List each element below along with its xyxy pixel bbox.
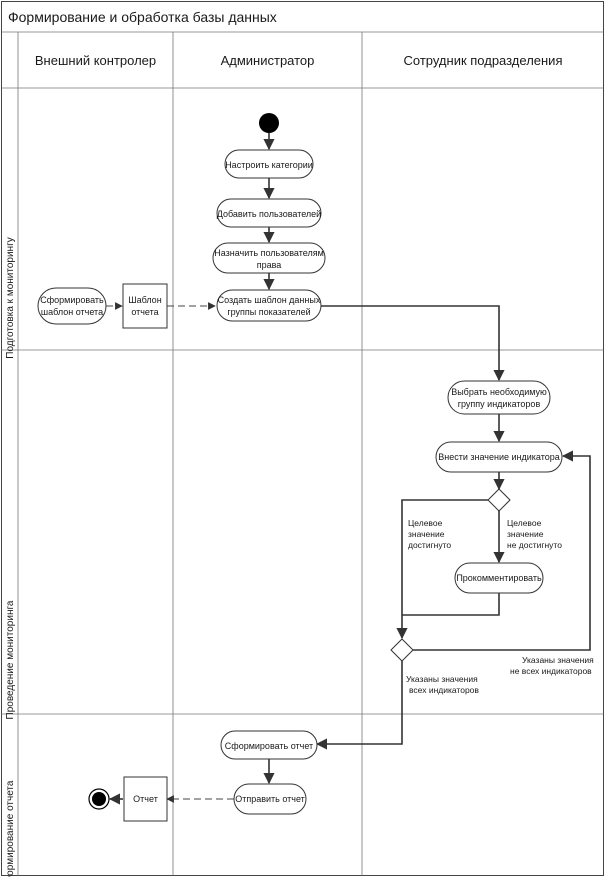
activity-label-line-2: группы показателей — [227, 307, 310, 317]
activity-create-template: Создать шаблон данных группы показателей — [216, 289, 322, 322]
activity-label-line-1: Сформировать — [40, 295, 104, 305]
svg-text:всех индикаторов: всех индикаторов — [409, 685, 479, 695]
object-label: Отчет — [133, 794, 158, 804]
activity-label: Настроить категории — [225, 160, 313, 170]
lane-header-external-controller: Внешний контролер — [35, 53, 156, 68]
activity-label: Добавить пользователей — [217, 209, 321, 219]
activity-label-line-2: шаблон отчета — [41, 307, 103, 317]
object-report-template: Шаблон отчета — [122, 283, 168, 329]
object-label-line-2: отчета — [131, 307, 158, 317]
merge-decision-diamond — [390, 638, 414, 662]
diagram-title: Формирование и обработка базы данных — [8, 9, 277, 25]
control-flows — [263, 133, 591, 785]
activity-label: Прокомментировать — [456, 573, 542, 583]
activity-select-group: Выбрать необходимую группу индикаторов — [447, 380, 551, 415]
flow-comment-to-merge — [402, 593, 500, 616]
lane-header-department-employee: Сотрудник подразделения — [403, 53, 562, 68]
activity-label-line-1: Создать шаблон данных — [218, 295, 321, 305]
svg-text:Указаны значения: Указаны значения — [522, 655, 594, 665]
activity-send-report: Отправить отчет — [233, 783, 307, 815]
object-flows — [106, 302, 234, 805]
activity-label-line-1: Назначить пользователям — [214, 248, 324, 258]
svg-text:значение: значение — [408, 529, 445, 539]
activity-label: Внести значение индикатора — [438, 452, 560, 462]
svg-text:Указаны значения: Указаны значения — [406, 674, 478, 684]
activity-form-report-template: Сформировать шаблон отчета — [37, 287, 107, 325]
lane-header-administrator: Администратор — [221, 53, 315, 68]
end-node — [88, 788, 110, 810]
svg-text:значение: значение — [507, 529, 544, 539]
activity-label: Сформировать отчет — [225, 741, 313, 751]
activity-label-line-1: Выбрать необходимую — [451, 387, 547, 397]
guard-all-indicators: Указаны значения всех индикаторов — [406, 674, 479, 695]
activity-label-line-2: права — [257, 260, 282, 270]
svg-text:не всех индикаторов: не всех индикаторов — [510, 666, 592, 676]
object-report: Отчет — [123, 776, 168, 822]
activity-assign-rights: Назначить пользователям права — [212, 242, 326, 274]
guard-target-not-reached: Целевое значение не достигнуто — [507, 518, 562, 550]
activity-label-line-2: группу индикаторов — [458, 399, 541, 409]
phase-label-preparation: Подготовка к мониторингу — [5, 237, 16, 358]
flow-decision-target-reached — [396, 499, 488, 640]
object-label-line-1: Шаблон — [128, 295, 161, 305]
guard-target-reached: Целевое значение достигнуто — [408, 518, 451, 550]
flow-merge-to-form-report — [315, 661, 403, 750]
svg-text:Целевое: Целевое — [507, 518, 542, 528]
activity-label: Отправить отчет — [235, 794, 305, 804]
activity-configure-categories: Настроить категории — [224, 149, 314, 179]
start-node — [259, 113, 279, 133]
svg-text:не достигнуто: не достигнуто — [507, 540, 562, 550]
activity-enter-value: Внести значение индикатора — [435, 441, 563, 473]
svg-text:Целевое: Целевое — [408, 518, 443, 528]
phase-label-monitoring: Проведение мониторинга — [5, 600, 16, 719]
svg-text:достигнуто: достигнуто — [408, 540, 451, 550]
decision-target-diamond — [487, 488, 511, 512]
activity-comment: Прокомментировать — [454, 562, 544, 594]
guard-not-all-indicators: Указаны значения не всех индикаторов — [510, 655, 594, 676]
phase-label-report: Формирование отчета — [5, 780, 16, 877]
flow-template-to-select-group — [320, 305, 505, 382]
activity-form-report: Сформировать отчет — [220, 730, 318, 760]
flow-loop-not-all-indicators — [413, 450, 591, 651]
activity-add-users: Добавить пользователей — [216, 198, 322, 228]
